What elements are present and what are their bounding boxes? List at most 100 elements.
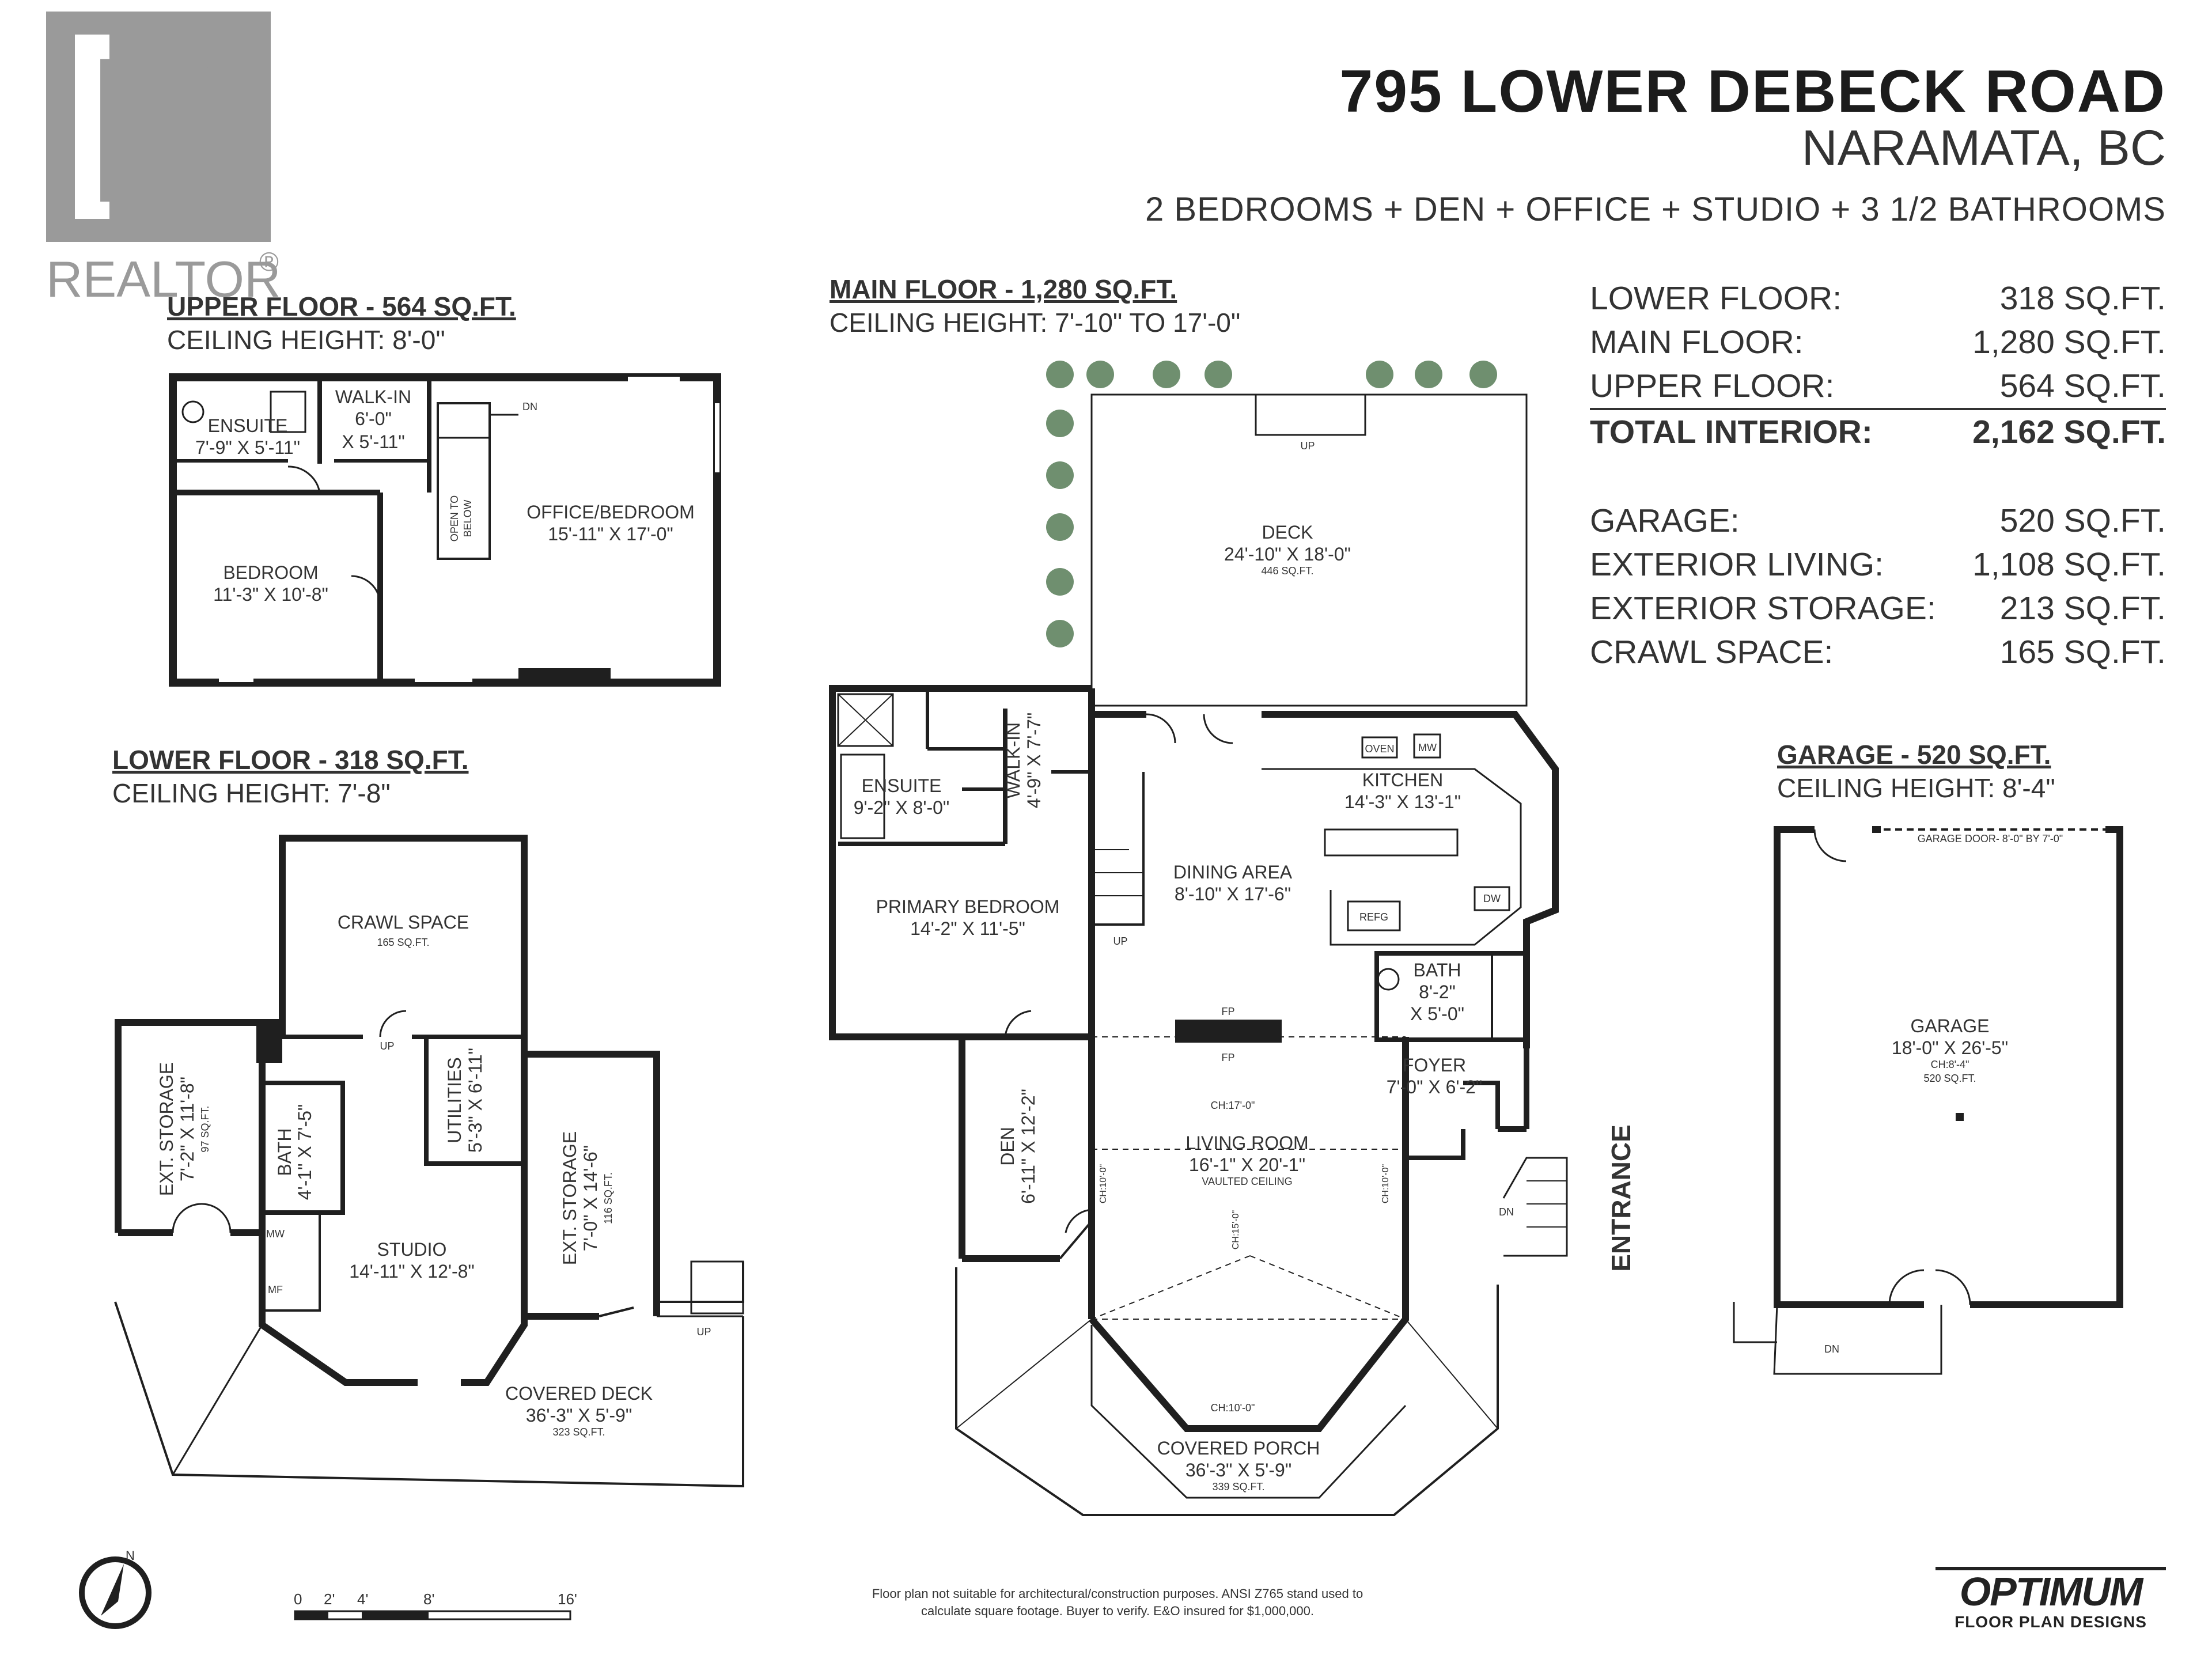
svg-text:0: 0 bbox=[294, 1590, 302, 1608]
lower-floor-title: LOWER FLOOR - 318 SQ.FT. CEILING HEIGHT:… bbox=[112, 745, 469, 808]
property-summary: 2 BEDROOMS + DEN + OFFICE + STUDIO + 3 1… bbox=[1145, 191, 2166, 228]
svg-text:7'-9" X 5'-11": 7'-9" X 5'-11" bbox=[195, 437, 300, 458]
svg-text:COVERED DECK: COVERED DECK bbox=[505, 1383, 653, 1404]
scale-bar: 0 2' 4' 8' 16' bbox=[288, 1587, 588, 1627]
svg-text:DN: DN bbox=[522, 401, 537, 412]
svg-text:UP: UP bbox=[696, 1326, 711, 1338]
svg-text:R: R bbox=[86, 14, 236, 246]
svg-text:BATH: BATH bbox=[1414, 960, 1461, 980]
area-summary-table: LOWER FLOOR:318 SQ.FT. MAIN FLOOR:1,280 … bbox=[1590, 276, 2166, 674]
realtor-logo: R REALTOR ® bbox=[40, 12, 282, 311]
svg-text:11'-3" X 10'-8": 11'-3" X 10'-8" bbox=[213, 584, 328, 605]
svg-text:24'-10" X 18'-0": 24'-10" X 18'-0" bbox=[1224, 544, 1351, 565]
svg-text:5'-3" X 6'-11": 5'-3" X 6'-11" bbox=[465, 1048, 486, 1153]
svg-text:15'-11" X 17'-0": 15'-11" X 17'-0" bbox=[548, 524, 673, 544]
svg-text:PRIMARY BEDROOM: PRIMARY BEDROOM bbox=[876, 896, 1060, 917]
svg-text:CH:10'-0": CH:10'-0" bbox=[1211, 1402, 1255, 1414]
optimum-logo-sub: FLOOR PLAN DESIGNS bbox=[1955, 1613, 2147, 1631]
area-row-garage: GARAGE:520 SQ.FT. bbox=[1590, 502, 2166, 539]
disclaimer-line-2: calculate square footage. Buyer to verif… bbox=[921, 1604, 1314, 1618]
main-floor-title: MAIN FLOOR - 1,280 SQ.FT. CEILING HEIGHT… bbox=[830, 274, 1241, 338]
svg-text:DN: DN bbox=[1824, 1343, 1839, 1355]
upper-floor-title: UPPER FLOOR - 564 SQ.FT. CEILING HEIGHT:… bbox=[167, 291, 516, 355]
svg-text:8': 8' bbox=[423, 1590, 434, 1608]
svg-text:BATH: BATH bbox=[274, 1128, 295, 1176]
svg-text:16': 16' bbox=[558, 1590, 577, 1608]
svg-text:OVEN: OVEN bbox=[1365, 743, 1394, 755]
svg-text:520 SQ.FT.: 520 SQ.FT. bbox=[1923, 1073, 1976, 1084]
svg-text:OPEN TO: OPEN TO bbox=[449, 495, 460, 541]
svg-text:7'-0" X 14'-6": 7'-0" X 14'-6" bbox=[580, 1145, 601, 1251]
svg-text:8'-10" X 17'-6": 8'-10" X 17'-6" bbox=[1175, 884, 1291, 904]
garage-title: GARAGE - 520 SQ.FT. CEILING HEIGHT: 8'-4… bbox=[1777, 740, 2055, 803]
upper-floor-plan bbox=[169, 373, 721, 687]
svg-text:GARAGE DOOR- 8'-0" BY 7'-0": GARAGE DOOR- 8'-0" BY 7'-0" bbox=[1918, 833, 2063, 844]
svg-text:N: N bbox=[126, 1548, 135, 1563]
svg-text:VAULTED CEILING: VAULTED CEILING bbox=[1202, 1176, 1292, 1187]
area-row-lower: LOWER FLOOR:318 SQ.FT. bbox=[1590, 280, 2166, 317]
svg-text:DEN: DEN bbox=[997, 1127, 1018, 1166]
area-row-total: TOTAL INTERIOR:2,162 SQ.FT. bbox=[1590, 414, 2166, 450]
svg-text:446 SQ.FT.: 446 SQ.FT. bbox=[1261, 565, 1313, 577]
svg-text:ENTRANCE: ENTRANCE bbox=[1606, 1124, 1636, 1272]
area-row-exterior-storage: EXTERIOR STORAGE:213 SQ.FT. bbox=[1590, 590, 2166, 627]
svg-text:97 SQ.FT.: 97 SQ.FT. bbox=[199, 1105, 211, 1152]
disclaimer: Floor plan not suitable for architectura… bbox=[830, 1585, 1406, 1620]
optimum-logo: OPTIMUM FLOOR PLAN DESIGNS bbox=[1936, 1567, 2166, 1631]
svg-text:2': 2' bbox=[324, 1590, 335, 1608]
svg-text:16'-1" X 20'-1": 16'-1" X 20'-1" bbox=[1189, 1154, 1305, 1175]
svg-text:WALK-IN: WALK-IN bbox=[335, 387, 411, 407]
area-row-upper: UPPER FLOOR:564 SQ.FT. bbox=[1590, 364, 2166, 410]
svg-text:7'-0" X 6'-2": 7'-0" X 6'-2" bbox=[1387, 1077, 1483, 1097]
svg-text:BELOW: BELOW bbox=[462, 499, 474, 537]
property-city: NARAMATA, BC bbox=[1801, 120, 2166, 176]
svg-text:7'-2" X 11'-8": 7'-2" X 11'-8" bbox=[177, 1077, 198, 1181]
svg-text:WALK-IN: WALK-IN bbox=[1003, 722, 1024, 798]
svg-text:UP: UP bbox=[380, 1040, 394, 1052]
svg-text:KITCHEN: KITCHEN bbox=[1362, 770, 1443, 790]
svg-text:14'-2" X 11'-5": 14'-2" X 11'-5" bbox=[910, 918, 1025, 939]
optimum-logo-name: OPTIMUM bbox=[1936, 1567, 2166, 1613]
svg-text:COVERED PORCH: COVERED PORCH bbox=[1157, 1438, 1320, 1459]
svg-text:6'-11" X 12'-2": 6'-11" X 12'-2" bbox=[1018, 1089, 1039, 1204]
svg-text:UP: UP bbox=[1113, 935, 1127, 947]
svg-text:MW: MW bbox=[1418, 742, 1437, 753]
svg-text:FP: FP bbox=[1221, 1052, 1234, 1063]
svg-text:36'-3" X 5'-9": 36'-3" X 5'-9" bbox=[1185, 1460, 1291, 1480]
svg-text:OFFICE/BEDROOM: OFFICE/BEDROOM bbox=[527, 502, 695, 522]
svg-text:CH:10'-0": CH:10'-0" bbox=[1381, 1164, 1391, 1203]
disclaimer-line-1: Floor plan not suitable for architectura… bbox=[872, 1586, 1363, 1601]
svg-text:CRAWL SPACE: CRAWL SPACE bbox=[338, 912, 469, 933]
svg-text:X 5'-0": X 5'-0" bbox=[1410, 1003, 1464, 1024]
svg-text:14'-11" X 12'-8": 14'-11" X 12'-8" bbox=[349, 1261, 475, 1282]
svg-text:ENSUITE: ENSUITE bbox=[862, 775, 942, 796]
svg-text:DECK: DECK bbox=[1262, 522, 1313, 543]
svg-text:REALTOR: REALTOR bbox=[46, 251, 281, 308]
svg-text:®: ® bbox=[259, 247, 279, 276]
svg-text:36'-3" X 5'-9": 36'-3" X 5'-9" bbox=[526, 1405, 632, 1426]
svg-text:18'-0" X 26'-5": 18'-0" X 26'-5" bbox=[1892, 1037, 2008, 1058]
svg-text:CH:15'-0": CH:15'-0" bbox=[1231, 1210, 1241, 1249]
area-row-crawl-space: CRAWL SPACE:165 SQ.FT. bbox=[1590, 634, 2166, 671]
svg-text:9'-2" X 8'-0": 9'-2" X 8'-0" bbox=[854, 797, 950, 818]
svg-text:FOYER: FOYER bbox=[1403, 1055, 1466, 1075]
svg-text:CH:17'-0": CH:17'-0" bbox=[1211, 1100, 1255, 1111]
svg-text:MW: MW bbox=[266, 1228, 285, 1240]
svg-text:4': 4' bbox=[357, 1590, 368, 1608]
north-arrow-icon: N bbox=[79, 1548, 151, 1629]
svg-text:UTILITIES: UTILITIES bbox=[444, 1057, 465, 1143]
svg-text:DINING AREA: DINING AREA bbox=[1173, 862, 1293, 882]
svg-text:FP: FP bbox=[1221, 1006, 1234, 1017]
svg-text:165 SQ.FT.: 165 SQ.FT. bbox=[377, 937, 429, 948]
svg-text:DW: DW bbox=[1483, 893, 1501, 904]
svg-text:UP: UP bbox=[1300, 440, 1315, 452]
tree-icons bbox=[1046, 361, 1497, 647]
svg-text:ENSUITE: ENSUITE bbox=[208, 415, 288, 436]
svg-text:4'-1" X 7'-5": 4'-1" X 7'-5" bbox=[294, 1104, 315, 1200]
svg-text:MF: MF bbox=[268, 1284, 283, 1296]
svg-text:BEDROOM: BEDROOM bbox=[223, 562, 318, 583]
svg-text:X 5'-11": X 5'-11" bbox=[342, 431, 404, 452]
svg-text:323 SQ.FT.: 323 SQ.FT. bbox=[552, 1426, 605, 1438]
svg-text:116 SQ.FT.: 116 SQ.FT. bbox=[603, 1172, 614, 1224]
